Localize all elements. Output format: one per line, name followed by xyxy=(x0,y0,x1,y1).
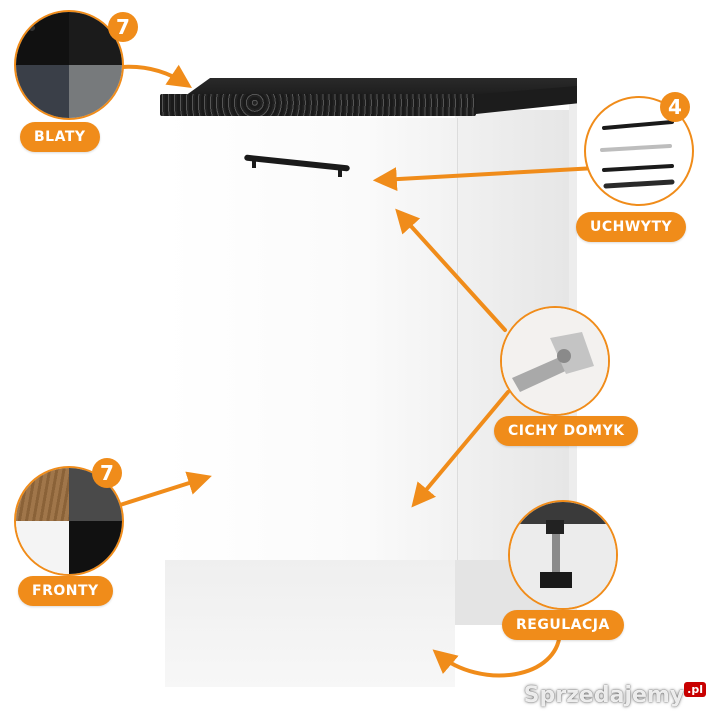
uchwyty-label: UCHWYTY xyxy=(576,212,687,242)
fronty-label: FRONTY xyxy=(18,576,113,606)
fronty-swatch-grid xyxy=(16,468,122,574)
regulacja-label: REGULACJA xyxy=(502,610,624,640)
regulacja-circle xyxy=(508,500,618,610)
arrow-regulacja xyxy=(432,628,562,678)
handle-post-right xyxy=(338,167,342,177)
cichy-domyk-label: CICHY DOMYK xyxy=(494,416,639,446)
arrow-domyk-down xyxy=(411,390,510,508)
blaty-swatch-circle xyxy=(14,10,124,120)
sprzedajemy-watermark: Sprzedajemy.pl xyxy=(523,682,706,708)
arrow-uchwyty xyxy=(372,166,598,192)
adjustable-leg-icon xyxy=(510,502,616,608)
cichy-domyk-circle xyxy=(500,306,610,416)
cabinet-door xyxy=(165,118,458,560)
blaty-count-badge: 7 xyxy=(108,12,138,42)
handles-icon xyxy=(600,120,675,189)
cabinet-plinth xyxy=(165,560,455,687)
uchwyty-circle xyxy=(584,96,694,206)
arrow-fronty xyxy=(118,471,212,507)
watermark-suffix: .pl xyxy=(684,682,706,697)
worktop-front-edge xyxy=(160,94,476,116)
blaty-label: BLATY xyxy=(20,122,100,152)
uchwyty-count-badge: 4 xyxy=(660,92,690,122)
fronty-count-badge: 7 xyxy=(92,458,122,488)
handle-post-left xyxy=(252,158,256,168)
blaty-swatch-grid xyxy=(16,12,122,118)
watermark-text: Sprzedajemy xyxy=(523,683,685,708)
swatch-black-granite xyxy=(16,12,69,65)
hinge-icon xyxy=(502,308,608,414)
arrow-domyk-up xyxy=(395,208,507,332)
